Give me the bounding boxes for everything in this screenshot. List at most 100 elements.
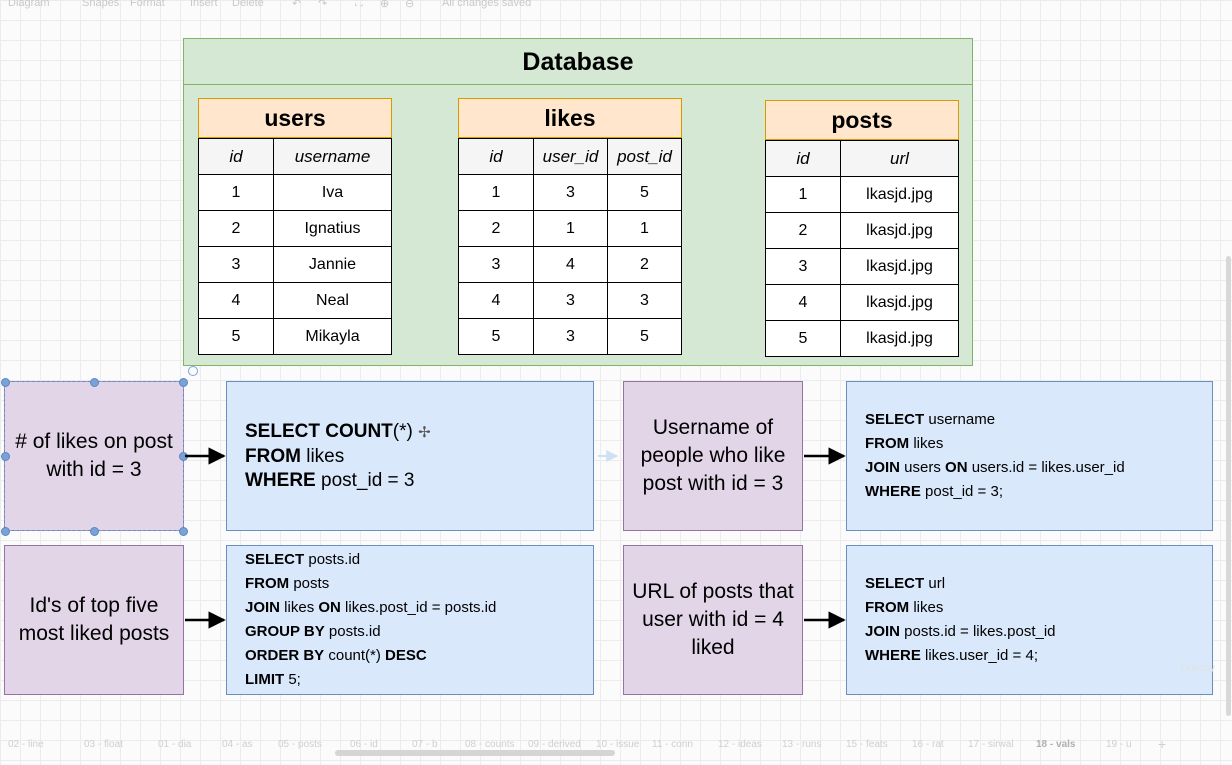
table-cell: 2	[458, 210, 534, 247]
sql-line: ORDER BY count(*) DESC	[245, 647, 427, 664]
tab-page[interactable]: 15 - feats	[846, 739, 888, 750]
table-cell: 5	[198, 318, 274, 355]
fullscreen-icon[interactable]: ⛶	[355, 0, 363, 9]
table-cell: Mikayla	[273, 318, 392, 355]
sql-line: LIMIT 5;	[245, 671, 301, 688]
tab-page[interactable]: 02 - line	[8, 739, 44, 750]
column-header: user_id	[533, 138, 608, 175]
redo-icon[interactable]: ↷	[318, 0, 328, 10]
toolbar-item-insert[interactable]: Insert	[190, 0, 218, 9]
sql-line: WHERE likes.user_id = 4;	[865, 647, 1038, 664]
sql-line: WHERE post_id = 3;	[865, 483, 1003, 500]
horizontal-scrollbar[interactable]	[335, 750, 615, 756]
vertical-scrollbar[interactable]	[1226, 256, 1231, 716]
table-cell: 4	[198, 282, 274, 319]
table-cell: 3	[533, 282, 608, 319]
tab-page[interactable]: 12 - ideas	[718, 739, 762, 750]
resize-handle[interactable]	[179, 527, 188, 536]
table-cell: 4	[533, 246, 608, 283]
sql-line: JOIN posts.id = likes.post_id	[865, 623, 1056, 640]
sql-box-usernames[interactable]: SELECT username FROM likes JOIN users ON…	[846, 381, 1213, 531]
question-box-liked-urls[interactable]: URL of posts that user with id = 4 liked	[623, 545, 803, 695]
tab-page[interactable]: 10 - issue	[596, 739, 640, 750]
column-header: url	[840, 140, 959, 177]
table-cell: 4	[458, 282, 534, 319]
sql-line: FROM likes	[865, 435, 944, 452]
users-table-header: users	[198, 98, 392, 138]
table-cell: 5	[607, 174, 682, 211]
column-header: id	[458, 138, 534, 175]
tab-page-active[interactable]: 18 - vals	[1036, 739, 1076, 750]
resize-handle[interactable]	[90, 378, 99, 387]
tab-page[interactable]: 16 - rat	[912, 739, 944, 750]
table-cell: 3	[607, 282, 682, 319]
resize-handle[interactable]	[179, 378, 188, 387]
column-header: username	[273, 138, 392, 175]
tab-page[interactable]: 03 - float	[84, 739, 123, 750]
add-page-icon[interactable]: +	[1158, 736, 1167, 752]
sql-line: SELECT posts.id	[245, 551, 361, 568]
tab-page[interactable]: 04 - as	[222, 739, 253, 750]
table-cell: 5	[765, 320, 841, 357]
resize-handle[interactable]	[1, 527, 10, 536]
resize-handle[interactable]	[1, 378, 10, 387]
toolbar-item-shapes[interactable]: Shapes	[82, 0, 120, 9]
toolbar-item-diagram[interactable]: Diagram	[8, 0, 50, 9]
sql-line: GROUP BY posts.id	[245, 623, 381, 640]
question-text: Username of people who like post with id…	[640, 416, 786, 495]
table-cell: Iva	[273, 174, 392, 211]
sql-line: JOIN likes ON likes.post_id = posts.id	[245, 599, 497, 616]
zoom-in-icon[interactable]: ⊕	[380, 0, 390, 10]
tab-page[interactable]: 13 - runs	[782, 739, 822, 750]
sql-box-likes-count[interactable]: SELECT COUNT(*) ✢ FROM likes WHERE post_…	[226, 381, 594, 531]
rotate-handle-icon[interactable]	[188, 366, 198, 376]
column-header: id	[198, 138, 274, 175]
toolbar-item-format[interactable]: Format	[130, 0, 165, 9]
tab-page[interactable]: 19 - u	[1106, 739, 1132, 750]
resize-handle[interactable]	[90, 527, 99, 536]
question-text: URL of posts that user with id = 4 liked	[632, 580, 794, 659]
tab-page[interactable]: 09 - derived	[528, 739, 581, 750]
table-cell: 5	[458, 318, 534, 355]
resize-handle[interactable]	[1, 452, 10, 461]
tab-page[interactable]: 06 - id	[350, 739, 378, 750]
table-cell: 5	[607, 318, 682, 355]
table-cell: lkasjd.jpg	[840, 212, 959, 249]
table-cell: 1	[607, 210, 682, 247]
table-cell: 2	[607, 246, 682, 283]
tab-page[interactable]: 08 - counts	[465, 739, 515, 750]
question-text: Id's of top five most liked posts	[18, 594, 170, 645]
toolbar-item-delete[interactable]: Delete	[232, 0, 264, 9]
table-cell: lkasjd.jpg	[840, 320, 959, 357]
sql-line: FROM posts	[245, 575, 330, 592]
save-status: All changes saved	[442, 0, 532, 9]
likes-table-header: likes	[458, 98, 682, 138]
table-cell: 3	[458, 246, 534, 283]
table-cell: lkasjd.jpg	[840, 248, 959, 285]
tab-page[interactable]: 07 - b	[412, 739, 438, 750]
tab-page[interactable]: 17 - sirwal	[968, 739, 1014, 750]
sql-line: FROM likes	[245, 445, 345, 467]
watermark: Udemy	[1180, 662, 1215, 674]
table-cell: 1	[765, 176, 841, 213]
question-box-usernames[interactable]: Username of people who like post with id…	[623, 381, 803, 531]
zoom-out-icon[interactable]: ⊖	[405, 0, 415, 10]
table-cell: 3	[765, 248, 841, 285]
table-cell: 1	[458, 174, 534, 211]
sql-line: FROM likes	[865, 599, 944, 616]
question-text: # of likes on post with id = 3	[15, 430, 173, 481]
sql-box-liked-urls[interactable]: SELECT url FROM likes JOIN posts.id = li…	[846, 545, 1213, 695]
question-box-top-posts[interactable]: Id's of top five most liked posts	[4, 545, 184, 695]
undo-icon[interactable]: ↶	[292, 0, 302, 10]
page-tabs: 02 - line 03 - float 01 - dia 04 - as 05…	[0, 736, 1232, 756]
sql-box-top-posts[interactable]: SELECT posts.id FROM posts JOIN likes ON…	[226, 545, 594, 695]
question-box-likes-count[interactable]: # of likes on post with id = 3	[4, 381, 184, 531]
tab-page[interactable]: 01 - dia	[158, 739, 192, 750]
sql-line: WHERE post_id = 3	[245, 469, 415, 491]
move-cursor-icon: ✢	[418, 423, 431, 441]
tab-page[interactable]: 05 - posts	[278, 739, 322, 750]
tab-page[interactable]: 11 - conn	[652, 739, 693, 750]
